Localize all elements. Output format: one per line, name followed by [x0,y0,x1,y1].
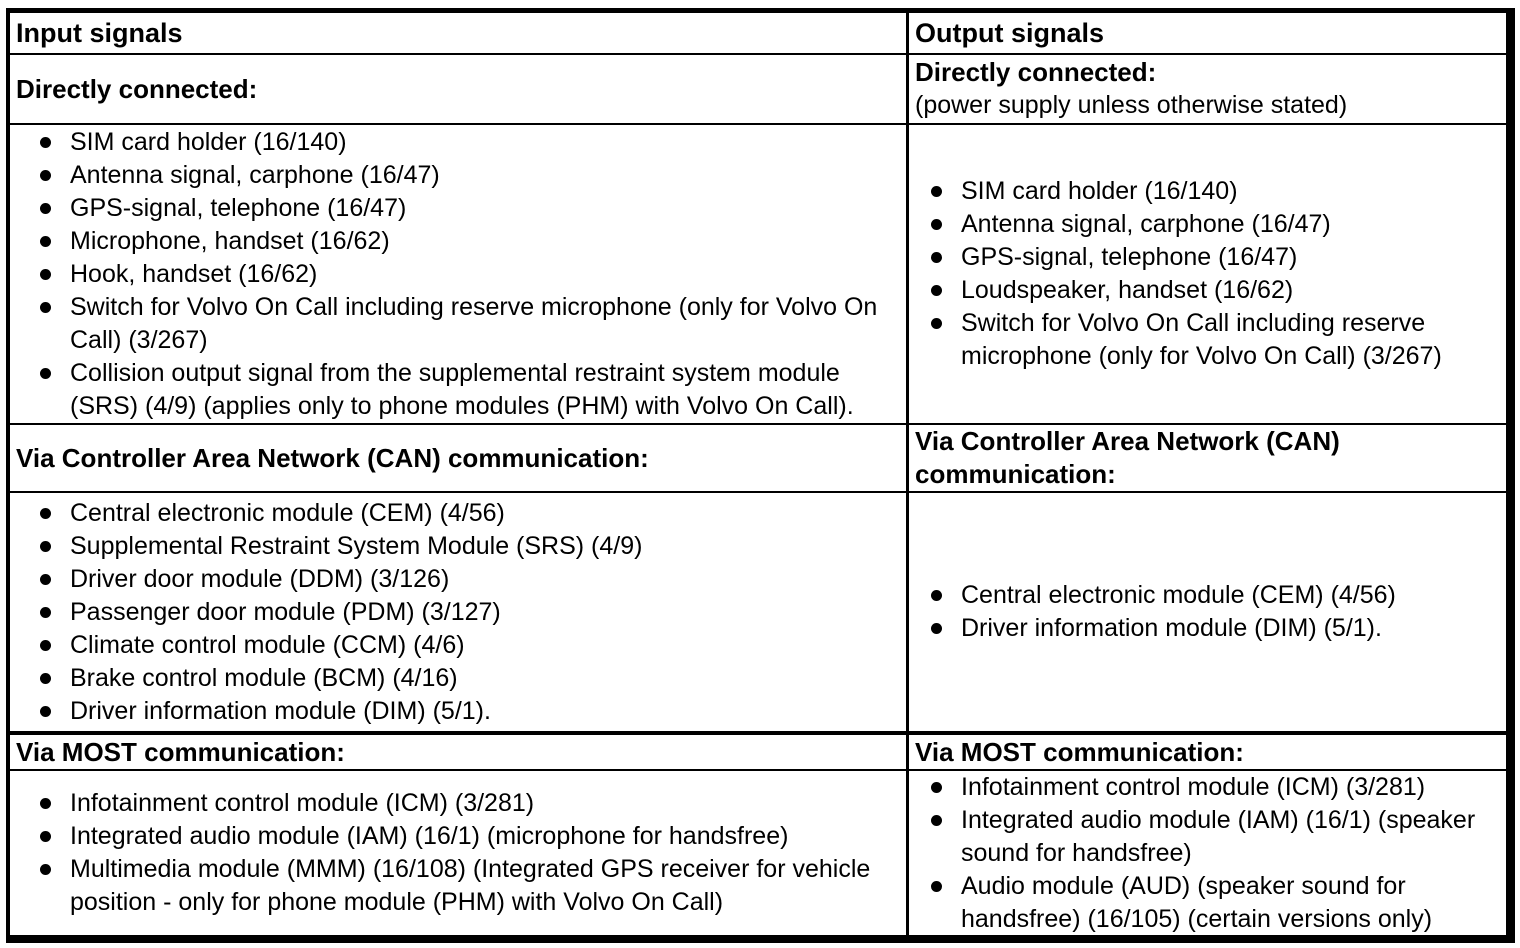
most-output-list-cell: Infotainment control module (ICM) (3/281… [909,769,1506,935]
bullet-icon [931,623,942,634]
list-item: GPS-signal, telephone (16/47) [16,192,896,225]
direct-output-title-cell: Directly connected: (power supply unless… [909,53,1506,123]
list-item: Driver door module (DDM) (3/126) [16,563,896,596]
list-item: Central electronic module (CEM) (4/56) [915,579,1496,612]
list-item: Antenna signal, carphone (16/47) [915,208,1496,241]
bullet-icon [40,639,51,651]
direct-output-list-cell: SIM card holder (16/140) Antenna signal,… [909,123,1506,423]
list-item: Switch for Volvo On Call including reser… [16,291,896,357]
direct-input-list-cell: SIM card holder (16/140) Antenna signal,… [10,123,909,423]
list-item: Central electronic module (CEM) (4/56) [16,497,896,530]
can-input-list-cell: Central electronic module (CEM) (4/56) S… [10,491,909,731]
can-output-title: Via Controller Area Network (CAN) commun… [915,426,1340,489]
input-signals-header: Input signals [16,18,183,48]
bullet-icon [40,507,51,519]
list-item: Collision output signal from the supplem… [16,357,896,423]
list-item: SIM card holder (16/140) [915,175,1496,208]
bullet-icon [40,235,51,247]
list-item: Driver information module (DIM) (5/1). [16,695,896,728]
bullet-icon [40,864,51,875]
list-item: Integrated audio module (IAM) (16/1) (sp… [915,804,1496,870]
bullet-icon [931,186,942,197]
list-item: Brake control module (BCM) (4/16) [16,662,896,695]
bullet-icon [40,268,51,280]
bullet-icon [931,219,942,230]
can-output-title-cell: Via Controller Area Network (CAN) commun… [909,423,1506,491]
list-item: Climate control module (CCM) (4/6) [16,629,896,662]
direct-output-subtitle: (power supply unless otherwise stated) [915,91,1348,119]
bullet-icon [931,590,942,601]
bullet-icon [931,318,942,329]
bullet-icon [40,367,51,379]
input-signals-header-cell: Input signals [10,13,909,53]
list-item: Supplemental Restraint System Module (SR… [16,530,896,563]
bullet-icon [40,202,51,214]
can-input-title-cell: Via Controller Area Network (CAN) commun… [10,423,909,491]
most-output-title: Via MOST communication: [915,736,1244,767]
list-item: Integrated audio module (IAM) (16/1) (mi… [16,820,896,853]
bullet-icon [40,798,51,809]
bullet-icon [931,781,942,793]
list-item: Switch for Volvo On Call including reser… [915,307,1496,373]
can-input-title: Via Controller Area Network (CAN) commun… [16,442,649,473]
bullet-icon [40,169,51,181]
direct-input-title: Directly connected: [16,73,258,104]
list-item: GPS-signal, telephone (16/47) [915,241,1496,274]
list-item: Multimedia module (MMM) (16/108) (Integr… [16,853,896,919]
most-input-title: Via MOST communication: [16,736,345,767]
direct-output-title: Directly connected: [915,57,1157,87]
bullet-icon [40,606,51,618]
list-item: Passenger door module (PDM) (3/127) [16,596,896,629]
bullet-icon [40,831,51,842]
signals-table: Input signals Output signals Directly co… [6,8,1515,943]
bullet-icon [40,136,51,148]
bullet-icon [40,705,51,717]
list-item: Loudspeaker, handset (16/62) [915,274,1496,307]
list-item: Microphone, handset (16/62) [16,225,896,258]
direct-input-title-cell: Directly connected: [10,53,909,123]
list-item: Driver information module (DIM) (5/1). [915,612,1496,645]
list-item: SIM card holder (16/140) [16,126,896,159]
list-item: Audio module (AUD) (speaker sound for ha… [915,870,1496,936]
bullet-icon [931,880,942,892]
bullet-icon [931,814,942,826]
output-signals-header-cell: Output signals [909,13,1506,53]
list-item: Antenna signal, carphone (16/47) [16,159,896,192]
most-input-list-cell: Infotainment control module (ICM) (3/281… [10,769,909,935]
list-item: Hook, handset (16/62) [16,258,896,291]
bullet-icon [40,540,51,552]
bullet-icon [40,301,51,313]
most-output-title-cell: Via MOST communication: [909,731,1506,769]
list-item: Infotainment control module (ICM) (3/281… [16,787,896,820]
bullet-icon [931,285,942,296]
bullet-icon [40,573,51,585]
list-item: Infotainment control module (ICM) (3/281… [915,771,1496,804]
can-output-list-cell: Central electronic module (CEM) (4/56) D… [909,491,1506,731]
bullet-icon [931,252,942,263]
output-signals-header: Output signals [915,18,1104,48]
most-input-title-cell: Via MOST communication: [10,731,909,769]
bullet-icon [40,672,51,684]
